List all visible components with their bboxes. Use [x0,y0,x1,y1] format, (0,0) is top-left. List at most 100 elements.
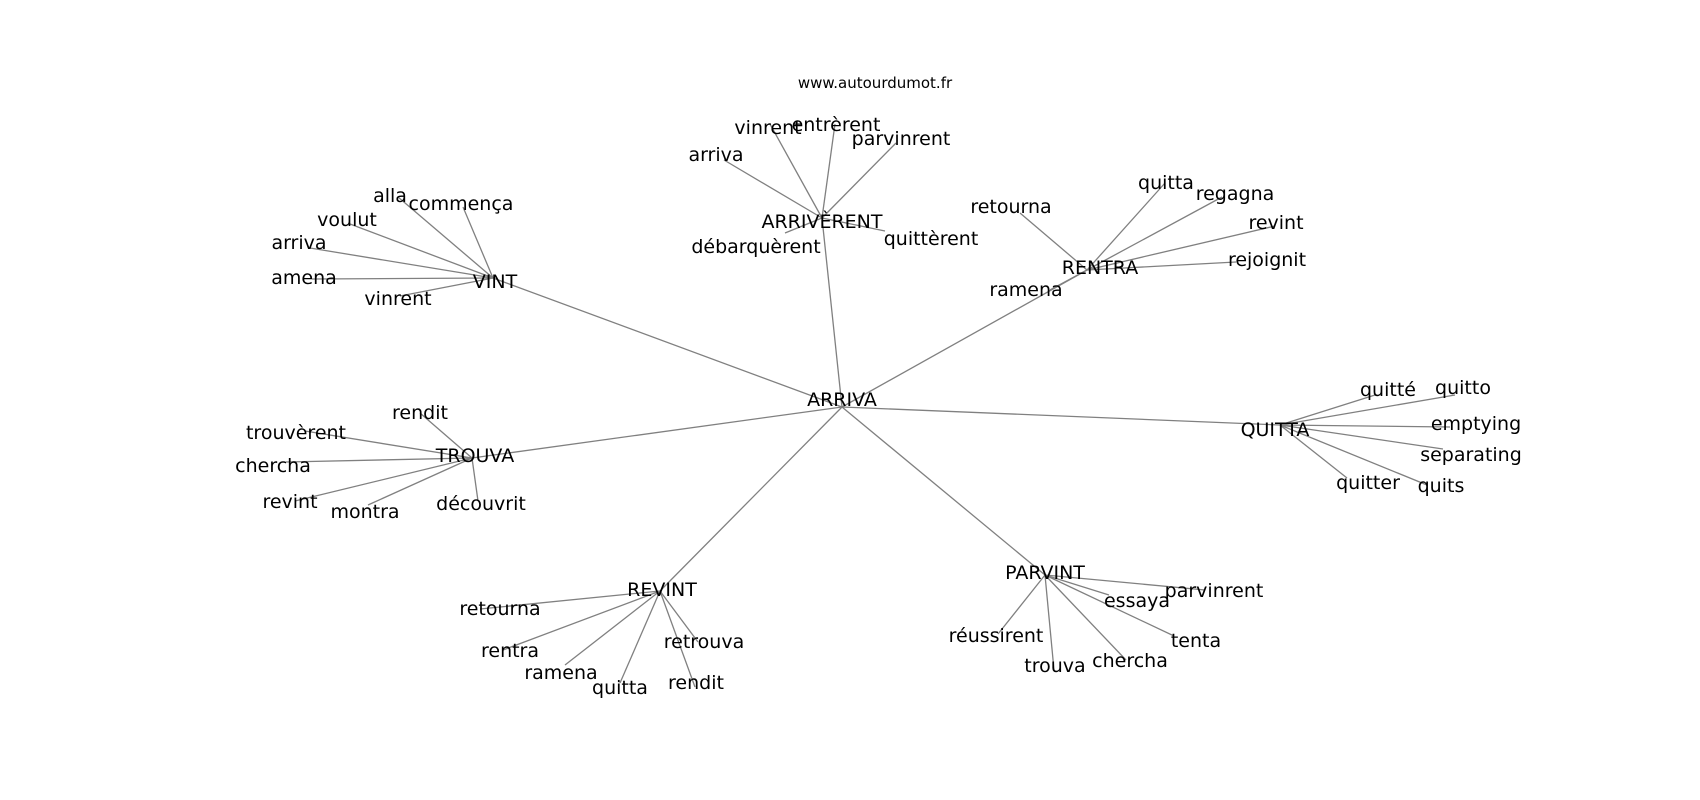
edge-hub-to-word [1044,574,1055,671]
edge-hub-to-word [1044,574,1175,637]
edge-hub-to-word [1086,225,1276,271]
edge-hub-to-word [397,196,494,279]
edge-hub-to-word [821,142,897,219]
graph-labels: www.autourdumot.fr ARRIVA ARRIVÈRENT arriv… [235,74,1522,699]
edge-center-to-hub [841,406,1046,576]
edge-hub-to-word [1044,574,1110,596]
hub-word-label[interactable]: ARRIVÈRENT [761,210,882,233]
hub-word-label[interactable]: QUITTA [1241,419,1310,441]
related-word-label[interactable]: parvinrent [852,128,951,150]
edge-hub-to-word [1279,394,1376,426]
edge-hub-to-word [1044,574,1206,591]
related-word-label[interactable]: arriva [271,232,326,254]
related-word-label[interactable]: emptying [1431,413,1521,435]
related-word-label[interactable]: rendit [668,672,724,694]
edge-hub-to-word [399,277,494,297]
related-word-label[interactable]: entrèrent [792,114,881,136]
edge-hub-to-word [462,206,494,279]
related-word-label[interactable]: revint [262,491,317,513]
edge-hub-to-word [311,277,494,280]
edge-hub-to-word [304,430,473,459]
center-word-label[interactable]: ARRIVA [807,389,877,411]
related-word-label[interactable]: tenta [1171,630,1221,652]
related-word-label[interactable]: rendit [392,402,448,424]
graph-edges [285,123,1456,688]
related-word-label[interactable]: ramena [989,279,1062,301]
edge-hub-to-word [821,123,836,219]
hub-word-label[interactable]: RENTRA [1062,257,1138,279]
edge-hub-to-word [1086,261,1237,271]
related-word-label[interactable]: amena [271,267,337,289]
related-word-label[interactable]: quittèrent [884,228,979,250]
related-word-label[interactable]: retourna [459,598,540,620]
hub-word-label[interactable]: PARVINT [1005,562,1085,584]
edge-hub-to-word [659,590,696,688]
edge-hub-to-word [659,590,699,643]
related-word-label[interactable]: commença [409,193,514,215]
edge-center-to-hub [471,406,843,459]
related-word-label[interactable]: vinrent [364,288,431,310]
edge-hub-to-word [1279,424,1451,428]
edge-center-to-hub [821,217,843,408]
related-word-label[interactable]: trouva [1024,655,1085,677]
edge-hub-to-word [723,159,823,219]
edge-hub-to-word [1049,269,1088,291]
related-word-label[interactable]: regagna [1196,183,1275,205]
edge-hub-to-word [769,123,823,219]
edge-hub-to-word [479,590,661,610]
related-word-label[interactable]: retrouva [664,631,744,653]
edge-hub-to-word [1086,182,1166,271]
edge-hub-to-word [997,574,1046,635]
edge-hub-to-word [502,590,661,651]
edge-hub-to-word [1279,394,1456,426]
related-word-label[interactable]: découvrit [436,493,526,515]
edge-hub-to-word [1019,212,1088,271]
hub-word-label[interactable]: VINT [473,271,518,293]
related-word-label[interactable]: rejoignit [1228,249,1306,271]
edge-hub-to-word [1044,574,1127,661]
edge-hub-to-word [821,217,886,232]
related-word-label[interactable]: montra [330,501,399,523]
edge-hub-to-word [349,223,494,279]
related-word-label[interactable]: retourna [970,196,1051,218]
related-word-label[interactable]: quitté [1360,379,1416,401]
related-word-label[interactable]: revint [1248,212,1303,234]
edge-hub-to-word [784,217,823,234]
edge-hub-to-word [419,412,473,459]
hub-word-label[interactable]: REVINT [627,579,697,601]
related-word-label[interactable]: débarquèrent [691,236,820,258]
edge-hub-to-word [309,247,494,279]
related-word-label[interactable]: rentra [481,640,539,662]
related-word-label[interactable]: chercha [235,455,311,477]
related-word-label[interactable]: chercha [1092,650,1168,672]
related-word-label[interactable]: voulut [317,209,377,231]
related-word-label[interactable]: quitta [592,677,648,699]
related-word-label[interactable]: quits [1418,475,1465,497]
related-word-label[interactable]: arriva [688,144,743,166]
related-word-label[interactable]: alla [373,185,407,207]
hub-word-label[interactable]: TROUVA [435,445,514,467]
related-word-label[interactable]: quitto [1435,377,1491,399]
edge-hub-to-word [367,457,473,506]
edge-hub-to-word [1279,424,1348,479]
related-word-label[interactable]: trouvèrent [246,422,346,444]
related-word-label[interactable]: vinrent [734,117,801,139]
edge-hub-to-word [619,590,661,684]
edge-hub-to-word [294,457,473,502]
related-word-label[interactable]: quitter [1336,472,1400,494]
edge-hub-to-word [1279,424,1444,450]
edge-hub-to-word [285,457,473,463]
edge-center-to-hub [659,406,843,592]
related-word-label[interactable]: quitta [1138,172,1194,194]
edge-center-to-hub [492,277,843,408]
related-word-label[interactable]: réussirent [949,625,1044,647]
edge-center-to-hub [841,406,1281,426]
edge-hub-to-word [564,590,661,666]
related-word-label[interactable]: ramena [524,662,597,684]
site-credit: www.autourdumot.fr [798,74,953,92]
related-word-label[interactable]: essaya [1104,590,1170,612]
related-word-label[interactable]: parvinrent [1165,580,1264,602]
related-word-label[interactable]: separating [1420,444,1522,466]
edge-hub-to-word [1279,424,1428,486]
